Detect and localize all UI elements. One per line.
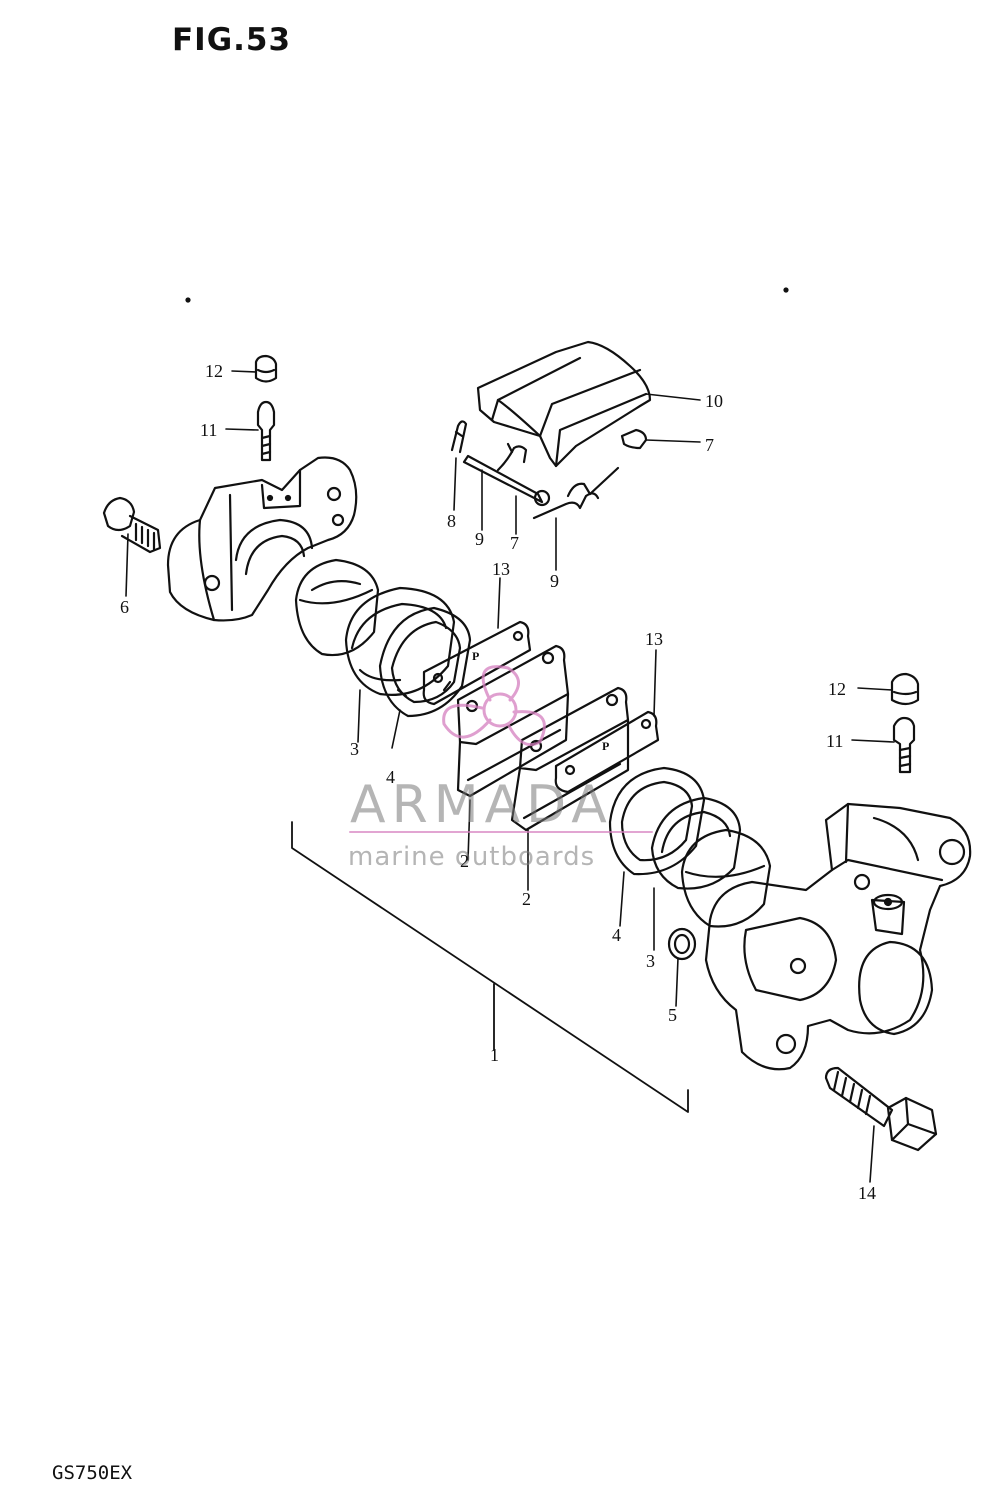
pad-mark: P	[602, 739, 610, 753]
o-ring	[667, 927, 697, 961]
caliper-bolt	[102, 496, 162, 554]
callout-12-right: 12	[828, 679, 846, 699]
watermark-brand: ARMADA	[350, 775, 613, 835]
callout-3-right: 3	[646, 951, 655, 971]
callout-4-right: 4	[612, 925, 621, 945]
pad-pin-short	[620, 428, 648, 450]
watermark-propeller-logo	[442, 665, 546, 747]
speck	[783, 287, 789, 293]
piston-seal-right	[650, 796, 742, 890]
bleeder-cap-left	[254, 354, 278, 383]
assembly-bracket	[291, 821, 689, 1113]
clip-pin	[450, 420, 468, 454]
model-code: GS750EX	[52, 1462, 133, 1484]
brake-pad-right	[510, 686, 630, 832]
callout-5: 5	[668, 1005, 677, 1025]
bleeder-valve-right	[892, 716, 916, 774]
bleeder-valve-left	[256, 400, 276, 462]
callout-9-right: 9	[550, 571, 559, 591]
anti-rattle-spring-upper	[496, 442, 528, 472]
callout-2-right: 2	[522, 889, 531, 909]
callout-2-left: 2	[460, 851, 469, 871]
piston-right	[680, 828, 772, 928]
piston-left	[294, 558, 380, 657]
callout-13-left: 13	[492, 559, 510, 579]
callout-14: 14	[858, 1183, 876, 1203]
pad-pin	[462, 454, 551, 507]
callout-7-upper: 7	[705, 435, 714, 455]
callout-6: 6	[120, 597, 129, 617]
mounting-bolt-lower	[824, 1066, 938, 1152]
caliper-half-right	[704, 802, 972, 1071]
callout-4-left: 4	[386, 767, 395, 787]
callout-12-left: 12	[205, 361, 223, 381]
callout-1: 1	[490, 1045, 499, 1065]
callout-11-left: 11	[200, 420, 218, 440]
callout-13-right: 13	[645, 629, 663, 649]
figure-title: FIG.53	[172, 22, 292, 58]
bleeder-cap-right	[890, 672, 920, 706]
callout-9-left: 9	[475, 529, 484, 549]
callout-8: 8	[447, 511, 456, 531]
callout-3-left: 3	[350, 739, 359, 759]
pad-mark: P	[472, 649, 480, 663]
pad-spring-right	[554, 710, 660, 794]
callout-11-right: 11	[826, 731, 844, 751]
callout-10: 10	[705, 391, 723, 411]
dust-seal-left	[378, 606, 472, 718]
callout-7-lower: 7	[510, 533, 519, 553]
pad-cover	[476, 340, 652, 468]
pad-spring-left	[422, 620, 532, 706]
speck	[185, 297, 191, 303]
dust-seal-right	[608, 766, 706, 876]
brake-pad-left	[456, 644, 570, 798]
caliper-half-left	[166, 456, 358, 622]
watermark-tagline: marine outboards	[348, 842, 596, 872]
piston-seal-left	[344, 586, 456, 696]
leader-lines	[125, 370, 895, 1183]
anti-rattle-spring-lower	[532, 466, 620, 520]
